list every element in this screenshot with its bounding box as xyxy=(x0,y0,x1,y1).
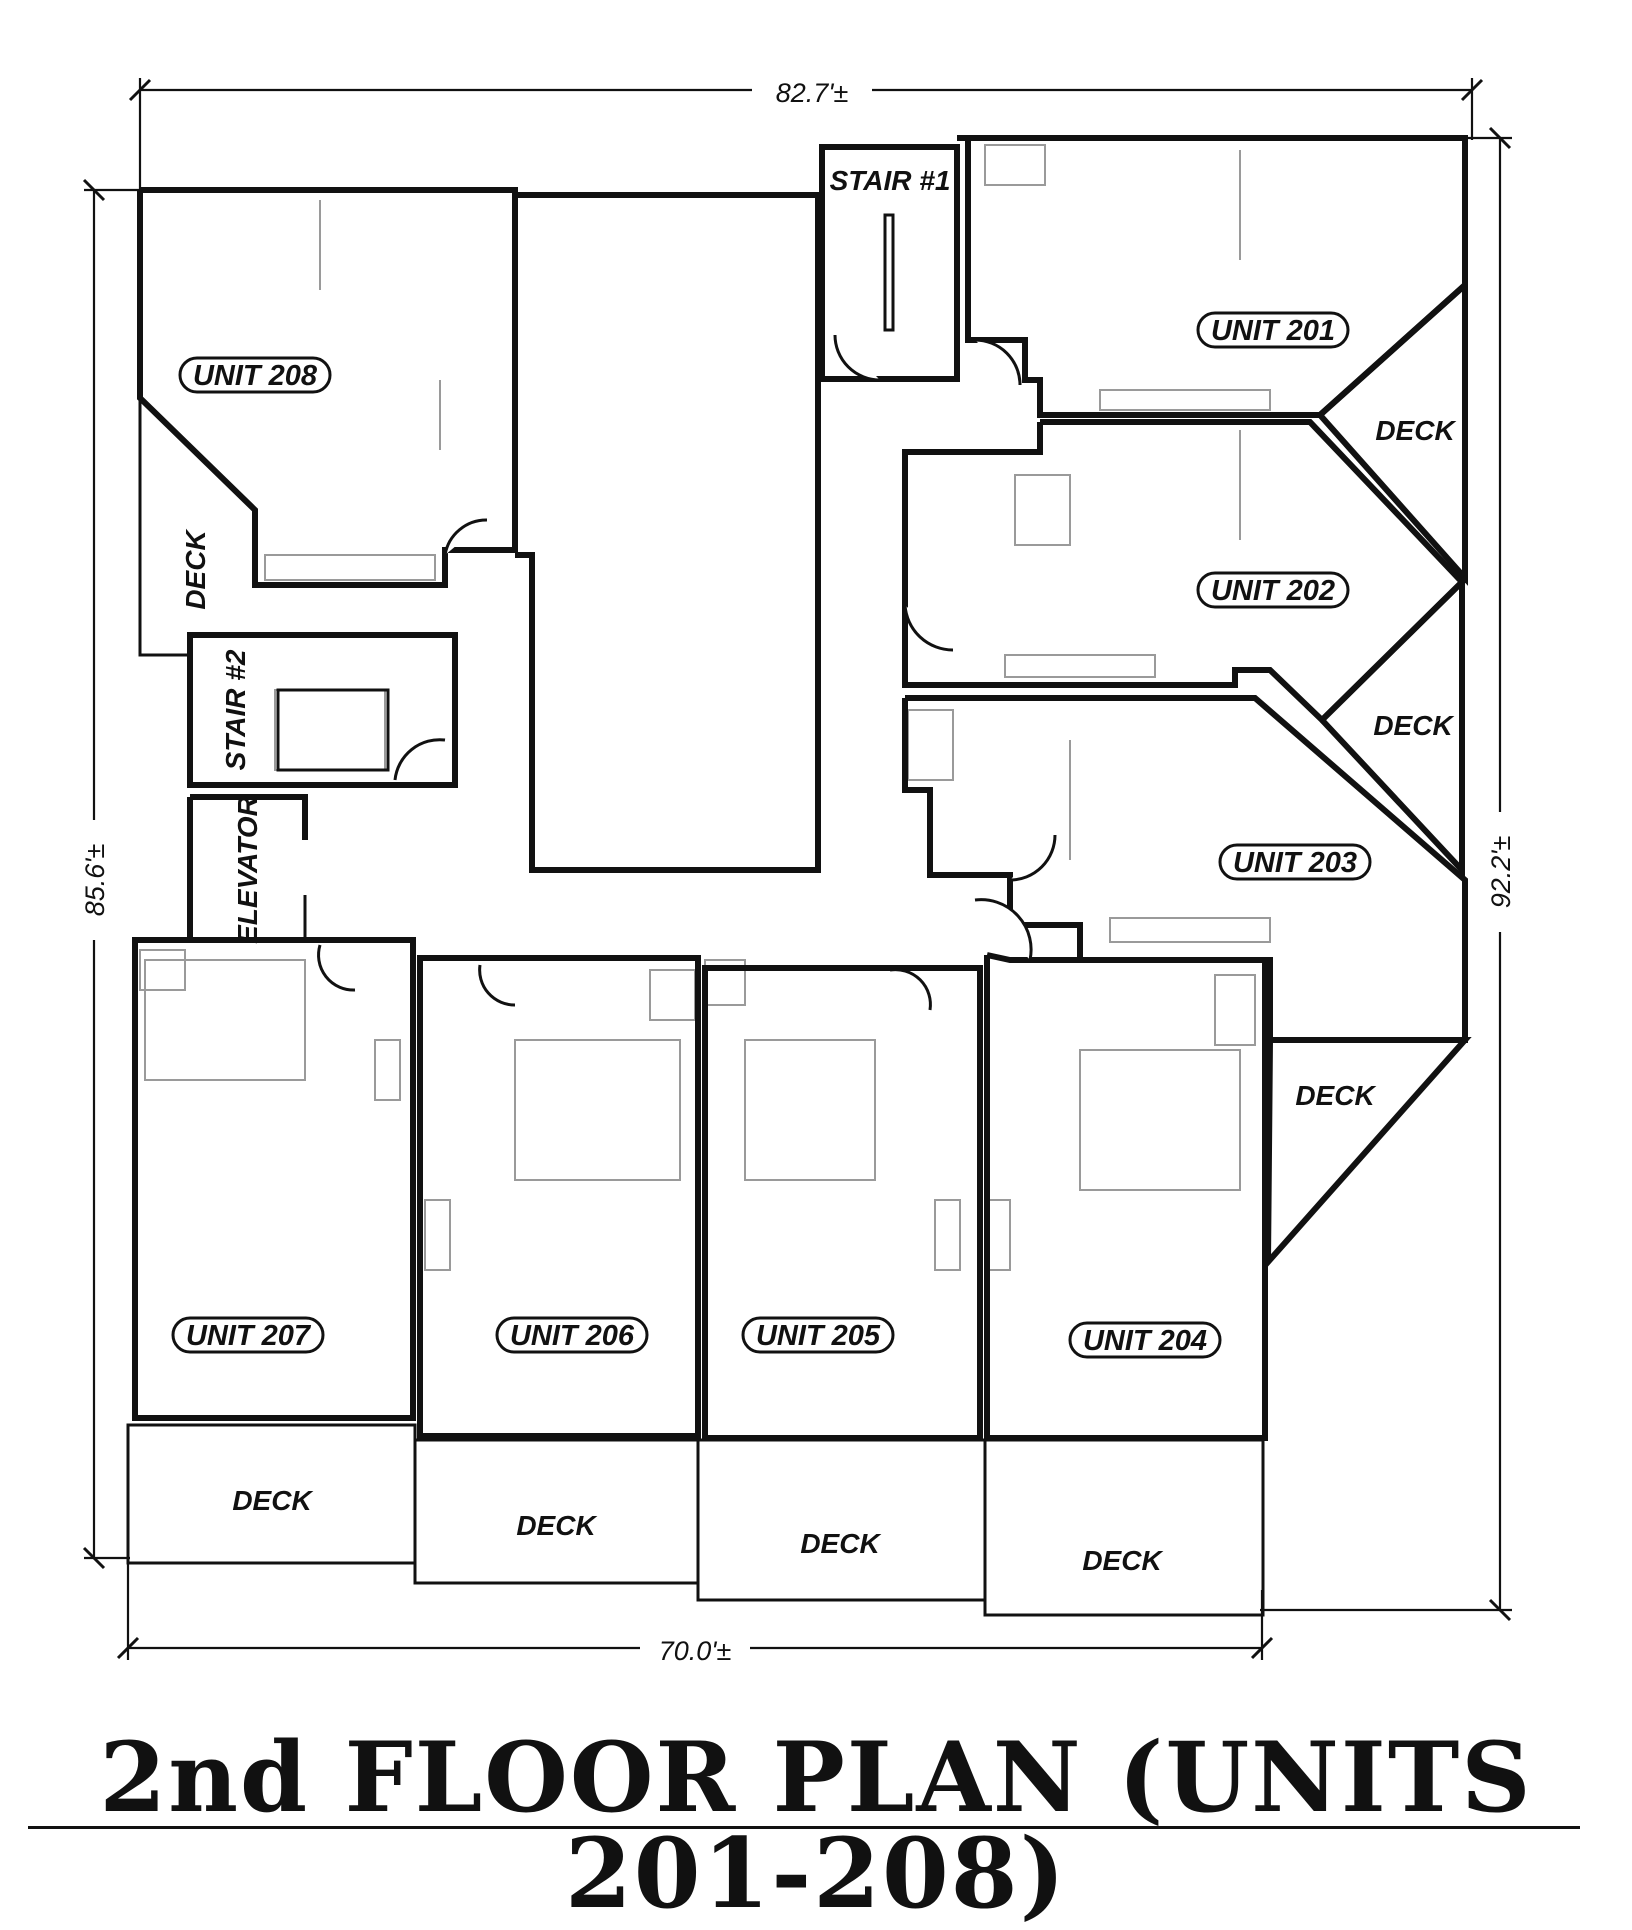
deck-label-201: DECK xyxy=(1375,415,1456,446)
svg-text:UNIT 206: UNIT 206 xyxy=(510,1320,635,1352)
svg-text:UNIT 203: UNIT 203 xyxy=(1233,847,1357,879)
deck-label-205: DECK xyxy=(800,1528,881,1559)
dimension-top: 82.7'± xyxy=(776,78,849,108)
stair-1-label: STAIR #1 xyxy=(830,165,951,196)
deck-label-206: DECK xyxy=(516,1510,597,1541)
title-underline xyxy=(28,1826,1580,1829)
svg-text:UNIT 202: UNIT 202 xyxy=(1211,575,1335,607)
unit-labels: UNIT 201 UNIT 202 UNIT 203 UNIT 204 UNIT… xyxy=(171,311,1372,1359)
unit-204-label: UNIT 204 xyxy=(1068,1321,1222,1359)
dimension-bottom: 70.0'± xyxy=(659,1636,732,1666)
svg-text:UNIT 205: UNIT 205 xyxy=(756,1320,881,1352)
unit-206-label: UNIT 206 xyxy=(495,1316,649,1354)
unit-207-label: UNIT 207 xyxy=(171,1316,325,1354)
svg-text:UNIT 204: UNIT 204 xyxy=(1083,1325,1207,1357)
stair-2-label: STAIR #2 xyxy=(220,649,251,770)
deck-label-207: DECK xyxy=(232,1485,313,1516)
unit-205-label: UNIT 205 xyxy=(741,1316,895,1354)
unit-203-label: UNIT 203 xyxy=(1218,843,1372,881)
dimension-left: 85.6'± xyxy=(80,844,110,917)
walls xyxy=(126,135,1472,1617)
deck-label-202: DECK xyxy=(1373,710,1454,741)
dimension-lines: 82.7'± 70.0'± 85.6'± 92.2'± xyxy=(76,70,1518,1666)
deck-label-204: DECK xyxy=(1082,1545,1163,1576)
doors xyxy=(317,334,1057,1011)
unit-201-label: UNIT 201 xyxy=(1196,311,1350,349)
elevator-label: ELEVATOR xyxy=(232,795,263,944)
room-labels: STAIR #1 STAIR #2 ELEVATOR DECK DECK DEC… xyxy=(180,165,1456,1576)
dimension-right: 92.2'± xyxy=(1486,836,1516,909)
floor-plan: 82.7'± 70.0'± 85.6'± 92.2'± xyxy=(76,70,1518,1666)
svg-text:UNIT 201: UNIT 201 xyxy=(1211,315,1335,347)
unit-202-label: UNIT 202 xyxy=(1196,571,1350,609)
deck-label-208: DECK xyxy=(180,529,211,610)
svg-text:UNIT 208: UNIT 208 xyxy=(193,360,318,392)
unit-208-label: UNIT 208 xyxy=(178,356,332,394)
deck-label-203: DECK xyxy=(1295,1080,1376,1111)
svg-text:UNIT 207: UNIT 207 xyxy=(186,1320,312,1352)
